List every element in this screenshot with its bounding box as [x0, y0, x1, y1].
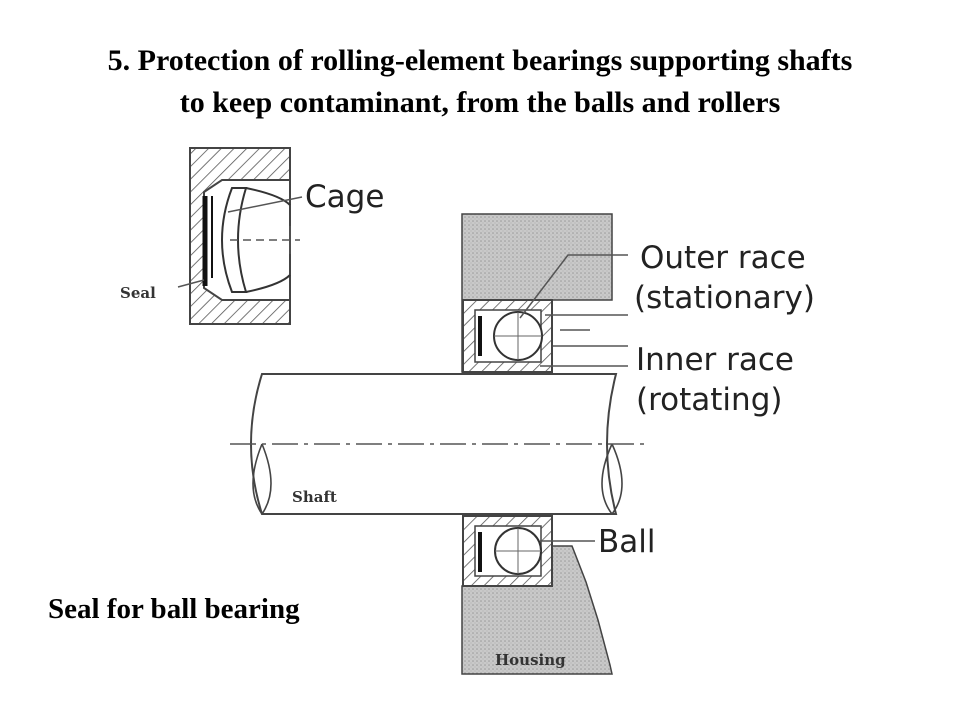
leader-lines — [519, 254, 628, 542]
outer-race-sublabel: (stationary) — [634, 280, 815, 316]
shaft-label: Shaft — [292, 488, 337, 506]
inner-race-sublabel: (rotating) — [636, 382, 782, 418]
outer-race-label: Outer race — [640, 240, 806, 276]
inner-race-label: Inner race — [636, 342, 794, 378]
upper-bearing — [462, 299, 553, 373]
lower-bearing — [462, 515, 553, 587]
housing-label: Housing — [495, 651, 566, 669]
diagram-caption: Seal for ball bearing — [48, 593, 300, 625]
shaft — [230, 373, 645, 515]
seal-label: Seal — [120, 284, 156, 302]
seal-detail-inset — [177, 147, 303, 325]
cage-label: Cage — [305, 179, 384, 215]
title-line-1: 5. Protection of rolling-element bearing… — [107, 44, 853, 77]
title-line-2: to keep contaminant, from the balls and … — [179, 86, 781, 119]
slide-title: 5. Protection of rolling-element bearing… — [0, 40, 960, 124]
ball-label: Ball — [598, 524, 656, 560]
